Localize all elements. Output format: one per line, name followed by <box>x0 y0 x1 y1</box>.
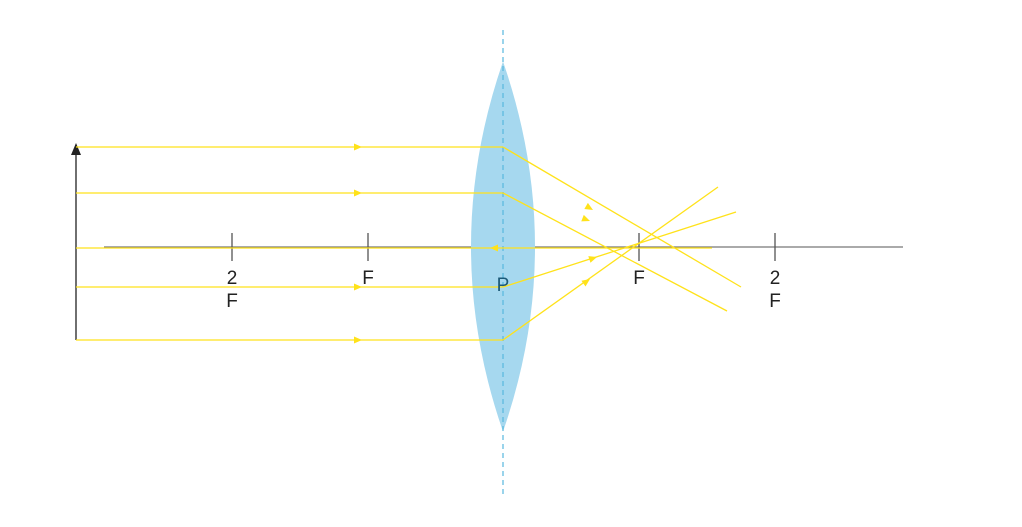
label-left-f: F <box>362 268 374 289</box>
ray-arrow-4 <box>354 283 362 291</box>
refracted-ray-4 <box>502 211 737 288</box>
object-arrow-head <box>71 143 81 155</box>
label-left-2f-digit: 2 <box>227 268 238 289</box>
ray-arrow-1 <box>354 143 362 151</box>
label-optical-center: P <box>497 275 510 296</box>
refracted-arrow-2 <box>581 214 590 222</box>
refracted-arrow-4 <box>588 256 597 263</box>
label-right-2f-letter: F <box>769 291 781 312</box>
refracted-arrow-1 <box>584 202 593 210</box>
label-right-2f-digit: 2 <box>770 268 781 289</box>
incident-rays <box>76 146 503 341</box>
refracted-arrow-5 <box>581 279 590 287</box>
refracted-ray-arrows <box>581 202 597 287</box>
incident-ray-arrows <box>354 143 498 344</box>
label-left-2f-letter: F <box>226 291 238 312</box>
ray-arrow-5 <box>354 336 362 344</box>
refracted-rays <box>502 146 742 341</box>
label-right-f: F <box>633 268 645 289</box>
ray-arrow-center <box>490 244 498 252</box>
ray-arrow-2 <box>354 189 362 197</box>
refracted-ray-2 <box>502 192 728 312</box>
refracted-ray-1 <box>502 146 742 288</box>
refracted-ray-5 <box>502 186 719 341</box>
